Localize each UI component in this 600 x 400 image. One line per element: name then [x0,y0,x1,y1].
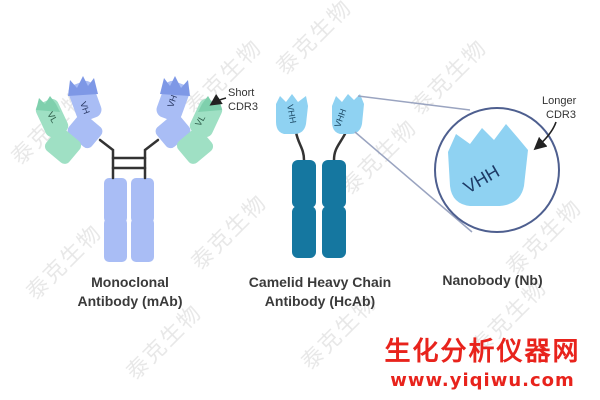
mab-caption-line1: Monoclonal [91,274,169,290]
mab-hinge [98,138,160,180]
mab-vh-right-label: VH [165,94,179,109]
hcab-caption-line2: Antibody (HcAb) [264,293,376,309]
nb-callout-line1: Longer [542,95,577,107]
mab-heavy-constant-right-lower [131,218,154,262]
hcab-caption: Camelid Heavy Chain Antibody (HcAb) [235,273,405,311]
hcab-vhh-left [276,94,308,134]
hcab-vhh-left-label: VHH [285,104,298,124]
mab-caption-line2: Antibody (mAb) [77,293,183,309]
hcab-vhh-right [332,94,364,134]
mab-heavy-constant-left-lower [104,218,127,262]
mab-callout-line2: CDR3 [228,101,258,113]
nanobody-vhh-domain [448,124,528,206]
mab-structure: VH VH VL VL Short CDR3 [35,76,258,262]
nb-caption-text: Nanobody (Nb) [442,272,543,288]
watermark-site: www.yiqiwu.com [390,370,575,391]
mab-callout-line1: Short [228,87,254,99]
hcab-caption-line1: Camelid Heavy Chain [248,274,392,290]
hcab-structure: VHH VHH [276,94,364,258]
hcab-hinge-left [294,131,306,161]
hcab-constant-right-upper [322,160,346,208]
mab-right-arm [155,76,223,164]
mab-vh-right-cdr [160,76,190,96]
hcab-hinge-right [332,131,348,161]
mab-light-cl-right [176,128,214,164]
nb-callout-line2: CDR3 [546,109,576,121]
mab-vl-right-label: VL [193,113,207,128]
nb-caption: Nanobody (Nb) [420,271,565,290]
watermark-banner: 生化分析仪器网 [384,337,581,367]
nb-callout-arrow [533,121,557,151]
mab-vh-left-cdr [68,76,98,96]
zoom-connector [354,95,473,233]
mab-light-cl-left [44,128,82,164]
mab-caption: Monoclonal Antibody (mAb) [55,273,205,311]
hcab-constant-left-lower [292,206,316,258]
mab-heavy-constant-right-upper [131,178,154,223]
mab-vh-left-label: VH [78,100,92,115]
mab-left-arm [35,76,103,164]
hcab-constant-left-upper [292,160,316,208]
mab-vl-left-cdr [36,96,60,112]
mab-vl-left-label: VL [45,110,59,125]
hcab-constant-right-lower [322,206,346,258]
mab-heavy-constant-left-upper [104,178,127,223]
mab-callout-arrow [209,94,227,106]
nanobody-zoom: VHH Longer CDR3 [434,95,577,233]
